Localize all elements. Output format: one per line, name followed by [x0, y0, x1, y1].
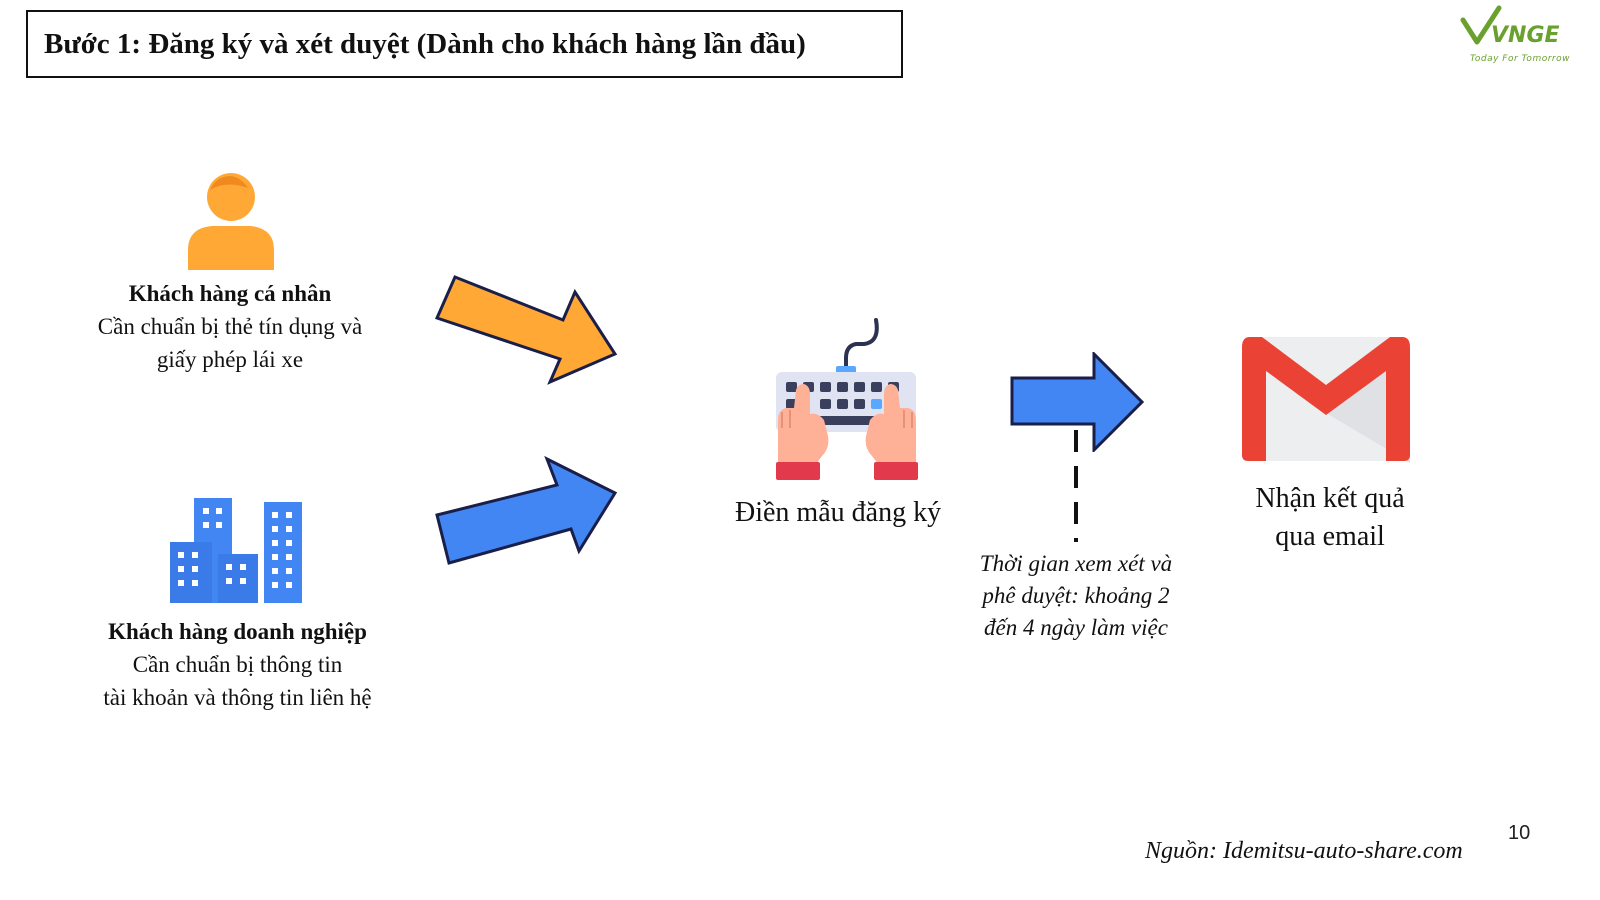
logo-tagline: Today For Tomorrow: [1470, 54, 1570, 64]
vnge-logo-icon: VNGE: [1460, 5, 1560, 48]
slide-title: Bước 1: Đăng ký và xét duyệt (Dành cho k…: [26, 10, 903, 78]
review-note-line-3: đến 4 ngày làm việc: [984, 615, 1168, 640]
individual-heading: Khách hàng cá nhân: [128, 281, 332, 306]
arrow-blue-left-icon: [435, 455, 620, 567]
gmail-icon: [1240, 335, 1412, 463]
buildings-icon: [170, 498, 305, 603]
source-credit: Nguồn: Idemitsu-auto-share.com: [1145, 838, 1463, 864]
business-line-1: Cần chuẩn bị thông tin: [132, 652, 343, 677]
business-heading: Khách hàng doanh nghiệp: [108, 619, 367, 644]
result-line-2: qua email: [1275, 521, 1385, 552]
review-time-note: Thời gian xem xét và phê duyệt: khoảng 2…: [960, 548, 1192, 644]
individual-line-2: giấy phép lái xe: [156, 347, 304, 372]
arrow-blue-right-icon: [1010, 352, 1146, 452]
arrow-orange-icon: [435, 272, 620, 392]
form-step-label: Điền mẫu đăng ký: [735, 497, 942, 528]
review-note-line-1: Thời gian xem xét và: [979, 551, 1173, 576]
result-line-1: Nhận kết quả: [1255, 483, 1405, 514]
slide-title-text: Bước 1: Đăng ký và xét duyệt (Dành cho k…: [44, 27, 806, 60]
individual-line-1: Cần chuẩn bị thẻ tín dụng và: [97, 314, 363, 339]
business-line-2: tài khoản và thông tin liên hệ: [103, 685, 372, 710]
logo-brand: VNGE: [1491, 23, 1560, 48]
vnge-logo: VNGE: [1455, 2, 1600, 72]
review-note-line-2: phê duyệt: khoảng 2: [982, 583, 1170, 608]
business-customer-text: Khách hàng doanh nghiệp Cần chuẩn bị thô…: [60, 615, 415, 714]
result-step-label: Nhận kết quả qua email: [1225, 480, 1435, 556]
page-number: 10: [1508, 822, 1531, 844]
individual-customer-text: Khách hàng cá nhân Cần chuẩn bị thẻ tín …: [60, 277, 400, 376]
dashed-connector: [1071, 430, 1081, 542]
person-icon: [186, 172, 276, 270]
keyboard-typing-icon: [772, 316, 922, 484]
